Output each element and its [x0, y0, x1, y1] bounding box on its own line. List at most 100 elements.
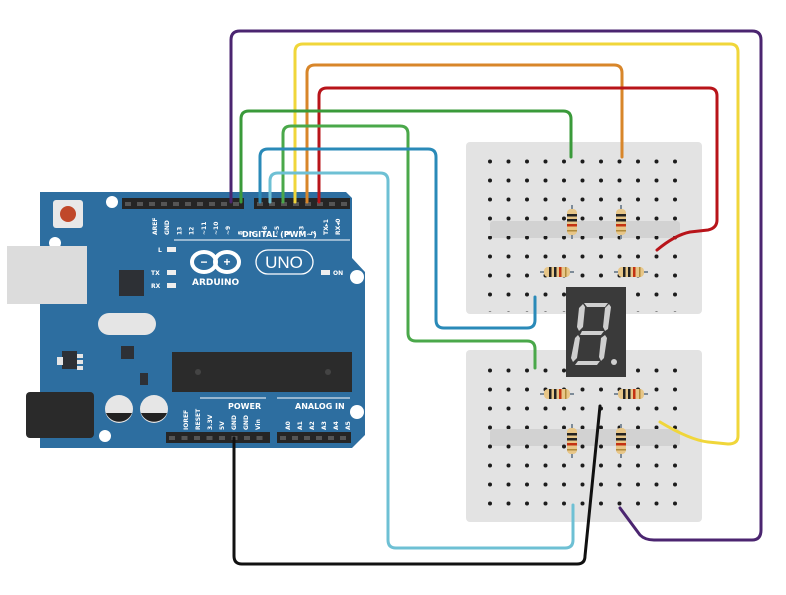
header-socket[interactable] — [169, 436, 175, 440]
header-socket[interactable] — [328, 436, 334, 440]
pin-label: ~6 — [262, 226, 269, 235]
pin-label: 5V — [219, 421, 226, 430]
capacitor-mark — [106, 413, 132, 422]
voltage-regulator — [62, 351, 77, 369]
pin-label: TX▸1 — [323, 219, 330, 235]
regulator-tab — [57, 357, 63, 365]
wire-yellow[interactable] — [293, 42, 740, 446]
pin-label: A1 — [297, 421, 304, 430]
wire-green-inner[interactable] — [281, 124, 537, 370]
microcontroller-chip — [172, 352, 352, 392]
resistor — [613, 388, 649, 400]
resistor — [615, 204, 627, 240]
header-socket[interactable] — [173, 202, 179, 206]
arduino-logo: − + — [190, 250, 241, 274]
tiny-chip — [140, 373, 148, 385]
header-socket[interactable] — [304, 436, 310, 440]
capacitor-mark — [141, 413, 167, 422]
header-socket[interactable] — [206, 436, 213, 440]
header-socket[interactable] — [281, 202, 287, 206]
segment-e — [571, 335, 580, 362]
on-label: ON — [333, 270, 343, 277]
wire-blue[interactable] — [258, 147, 537, 330]
pin-label: GND — [243, 415, 250, 430]
header-socket[interactable] — [305, 202, 311, 206]
pin-label: RX◂0 — [335, 219, 342, 235]
pin-label: 13 — [176, 227, 183, 235]
analog-header — [277, 432, 351, 443]
header-socket[interactable] — [194, 436, 200, 440]
wire-red[interactable] — [317, 86, 719, 252]
chip-dot — [325, 369, 331, 375]
header-socket[interactable] — [269, 202, 275, 206]
reset-button-cap[interactable] — [60, 206, 76, 222]
wire-light-blue[interactable] — [268, 171, 575, 550]
pin-label: A0 — [285, 421, 292, 430]
pin-label: RESET — [195, 408, 202, 430]
pin-label: ~9 — [225, 226, 232, 235]
pin-label: Vin — [255, 419, 262, 430]
led-label-l: L — [158, 247, 162, 254]
header-socket[interactable] — [256, 436, 263, 440]
segment-d — [575, 361, 600, 365]
header-socket[interactable] — [341, 202, 347, 206]
header-socket[interactable] — [185, 202, 191, 206]
header-socket[interactable] — [257, 202, 263, 206]
digital-header-right — [254, 198, 350, 209]
pin-label: ~3 — [298, 226, 305, 235]
pin-label: A3 — [321, 421, 328, 430]
brand-label: ARDUINO — [192, 278, 240, 288]
resistor — [539, 266, 575, 278]
mount-hole — [350, 405, 364, 419]
header-socket[interactable] — [149, 202, 155, 206]
segment-f — [577, 304, 585, 331]
resistor — [539, 388, 575, 400]
led-label-rx: RX — [151, 283, 161, 290]
pin-label: ~5 — [274, 226, 281, 235]
segment-b — [603, 304, 611, 331]
digital-label: DIGITAL (PWM~) — [242, 230, 317, 239]
resistor — [615, 423, 627, 459]
seven-segment-display — [566, 287, 626, 377]
analog-label: ANALOG IN — [295, 402, 345, 411]
header-socket[interactable] — [161, 202, 167, 206]
header-socket[interactable] — [292, 436, 298, 440]
led-l — [167, 247, 176, 252]
header-socket[interactable] — [329, 202, 335, 206]
segment-a — [584, 303, 608, 307]
regulator-pin — [77, 354, 83, 358]
pin-label: A2 — [309, 421, 316, 430]
header-socket[interactable] — [317, 202, 323, 206]
wire-black[interactable] — [232, 404, 602, 566]
header-socket[interactable] — [280, 436, 286, 440]
chip-dot — [195, 369, 201, 375]
header-socket[interactable] — [137, 202, 143, 206]
power-header — [166, 432, 270, 443]
header-socket[interactable] — [244, 436, 250, 440]
header-socket[interactable] — [233, 202, 239, 206]
header-socket[interactable] — [219, 436, 225, 440]
regulator-pin — [77, 366, 83, 370]
usb-chip — [119, 270, 144, 296]
pin-label: AREF — [152, 218, 159, 235]
wire-orange[interactable] — [305, 63, 624, 204]
header-socket[interactable] — [221, 202, 227, 206]
wire-purple[interactable] — [229, 29, 763, 542]
header-socket[interactable] — [181, 436, 188, 440]
pin-label: GND — [231, 415, 238, 430]
header-socket[interactable] — [209, 202, 215, 206]
header-socket[interactable] — [293, 202, 299, 206]
pin-label: IOREF — [183, 410, 190, 430]
resistor — [566, 423, 578, 459]
wire-green-outer[interactable] — [239, 109, 573, 204]
header-socket[interactable] — [125, 202, 131, 206]
mount-hole — [99, 430, 111, 442]
hole-grid-top-a — [477, 148, 691, 224]
header-socket[interactable] — [197, 202, 203, 206]
header-socket[interactable] — [316, 436, 322, 440]
header-socket[interactable] — [340, 436, 346, 440]
